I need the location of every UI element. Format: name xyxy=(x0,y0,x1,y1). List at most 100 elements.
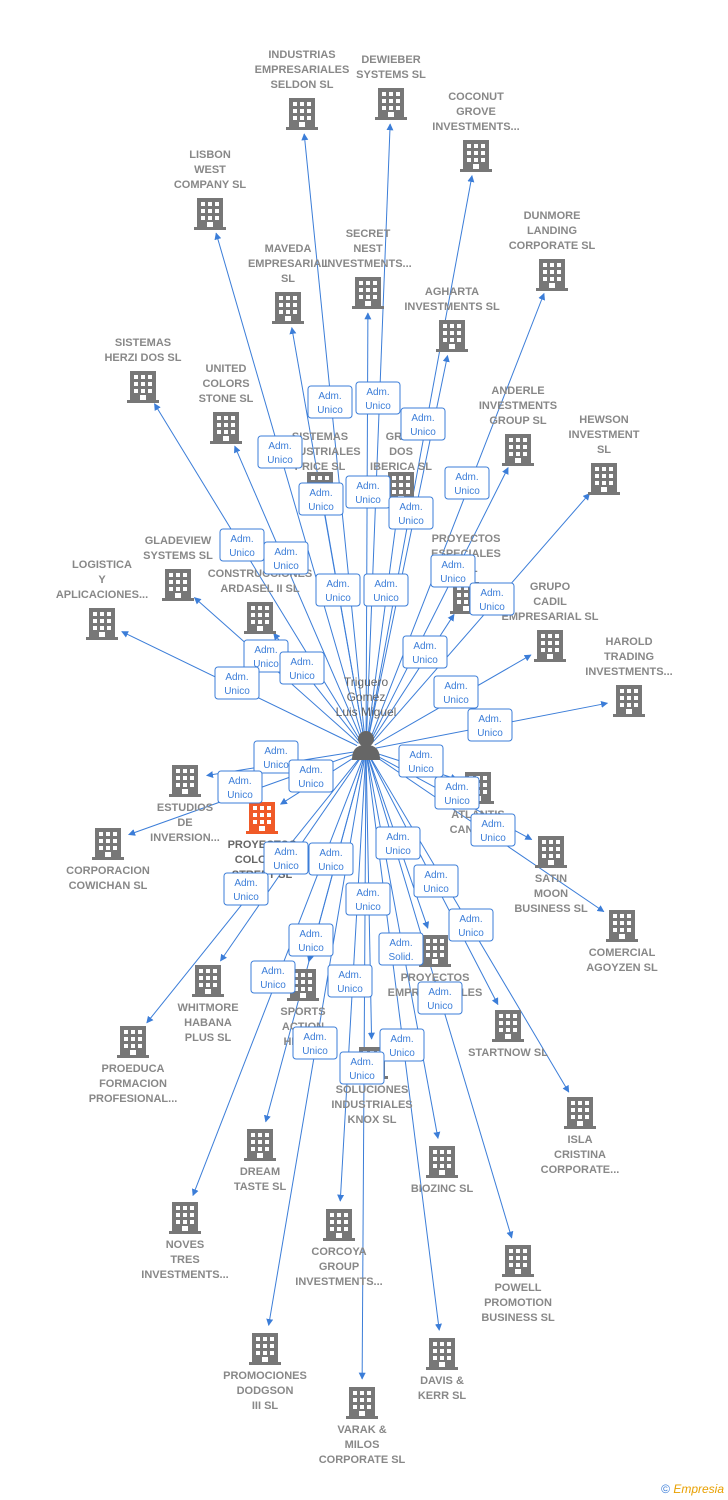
role-badge[interactable]: Adm.Unico xyxy=(388,496,434,530)
building-icon xyxy=(272,292,304,324)
role-badge[interactable]: Adm.Unico xyxy=(217,770,263,804)
edge-line xyxy=(214,232,364,741)
role-badge[interactable]: Adm.Unico xyxy=(363,573,409,607)
role-badge[interactable]: Adm.Unico xyxy=(417,981,463,1015)
role-badge[interactable]: Adm.Unico xyxy=(345,882,391,916)
role-badge[interactable]: Adm.Unico xyxy=(345,475,391,509)
company-node-davis-kerr-sl[interactable]: DAVIS &KERR SL xyxy=(418,1338,467,1402)
company-label: STARTNOW SL xyxy=(468,1047,548,1059)
edge-line xyxy=(369,292,545,741)
role-badge[interactable]: Adm.Unico xyxy=(402,635,448,669)
role-badge[interactable]: Adm.Unico xyxy=(355,381,401,415)
role-badge[interactable]: Adm.Unico xyxy=(433,675,479,709)
role-badge[interactable]: Adm.Unico xyxy=(430,554,476,588)
role-badge[interactable]: Adm.Unico xyxy=(327,964,373,998)
role-badge[interactable]: Adm.Unico xyxy=(253,740,299,774)
company-node-biozinc-sl[interactable]: BIOZINC SL xyxy=(411,1146,474,1195)
role-badge[interactable]: Adm.Unico xyxy=(444,466,490,500)
building-icon xyxy=(492,1010,524,1042)
role-badge-text: Adm.Unico xyxy=(458,914,484,939)
role-badge[interactable]: Adm.Unico xyxy=(469,582,515,616)
role-badge[interactable]: Adm.Unico xyxy=(298,482,344,516)
role-badge[interactable]: Adm.Unico xyxy=(292,1026,338,1060)
building-icon xyxy=(426,1146,458,1178)
role-badge[interactable]: Adm.Unico xyxy=(263,541,309,575)
role-badge[interactable]: Adm.Unico xyxy=(307,385,353,419)
role-badge[interactable]: Adm.Unico xyxy=(379,1028,425,1062)
role-badge[interactable]: Adm.Unico xyxy=(398,744,444,778)
role-badge[interactable]: Adm.Solid. xyxy=(378,932,424,966)
role-badge[interactable]: Adm.Unico xyxy=(467,708,513,742)
building-icon xyxy=(210,412,242,444)
role-badge[interactable]: Adm.Unico xyxy=(288,759,334,793)
role-badge[interactable]: Adm.Unico xyxy=(214,666,260,700)
role-badge[interactable]: Adm.Unico xyxy=(448,908,494,942)
role-badge[interactable]: Adm.Unico xyxy=(308,842,354,876)
edge-line xyxy=(372,493,591,743)
role-badge[interactable]: Adm.Unico xyxy=(257,435,303,469)
role-badge[interactable]: Adm.Unico xyxy=(219,528,265,562)
role-badge[interactable]: Adm.Unico xyxy=(375,826,421,860)
copyright-mark: © xyxy=(661,1482,670,1496)
company-node-startnow-sl[interactable]: STARTNOW SL xyxy=(468,1010,548,1059)
role-badge-text: Adm.Unico xyxy=(298,929,324,954)
role-badge[interactable]: Adm.Unico xyxy=(250,960,296,994)
building-icon xyxy=(534,630,566,662)
role-badge[interactable]: Adm.Unico xyxy=(288,923,334,957)
company-node-gray-dos-iberica-sl[interactable]: GRAYDOSIBERICA SL xyxy=(370,431,432,504)
role-badge[interactable]: Adm.Unico xyxy=(434,776,480,810)
edge-line xyxy=(365,123,394,741)
role-badge[interactable]: Adm.Unico xyxy=(315,573,361,607)
edge-line xyxy=(154,403,362,742)
building-icon xyxy=(244,1129,276,1161)
role-badge[interactable]: Adm.Unico xyxy=(223,872,269,906)
building-icon xyxy=(246,802,278,834)
building-icon xyxy=(375,88,407,120)
role-badge[interactable]: Adm.Unico xyxy=(470,813,516,847)
role-badge[interactable]: Adm.Unico xyxy=(279,651,325,685)
company-label: BIOZINC SL xyxy=(411,1183,474,1195)
role-badge[interactable]: Adm.Unico xyxy=(339,1051,385,1085)
role-badge[interactable]: Adm.Unico xyxy=(400,407,446,441)
role-badge-text: Adm.Unico xyxy=(229,534,255,559)
role-badge[interactable]: Adm.Unico xyxy=(413,864,459,898)
role-badge[interactable]: Adm.Unico xyxy=(263,841,309,875)
